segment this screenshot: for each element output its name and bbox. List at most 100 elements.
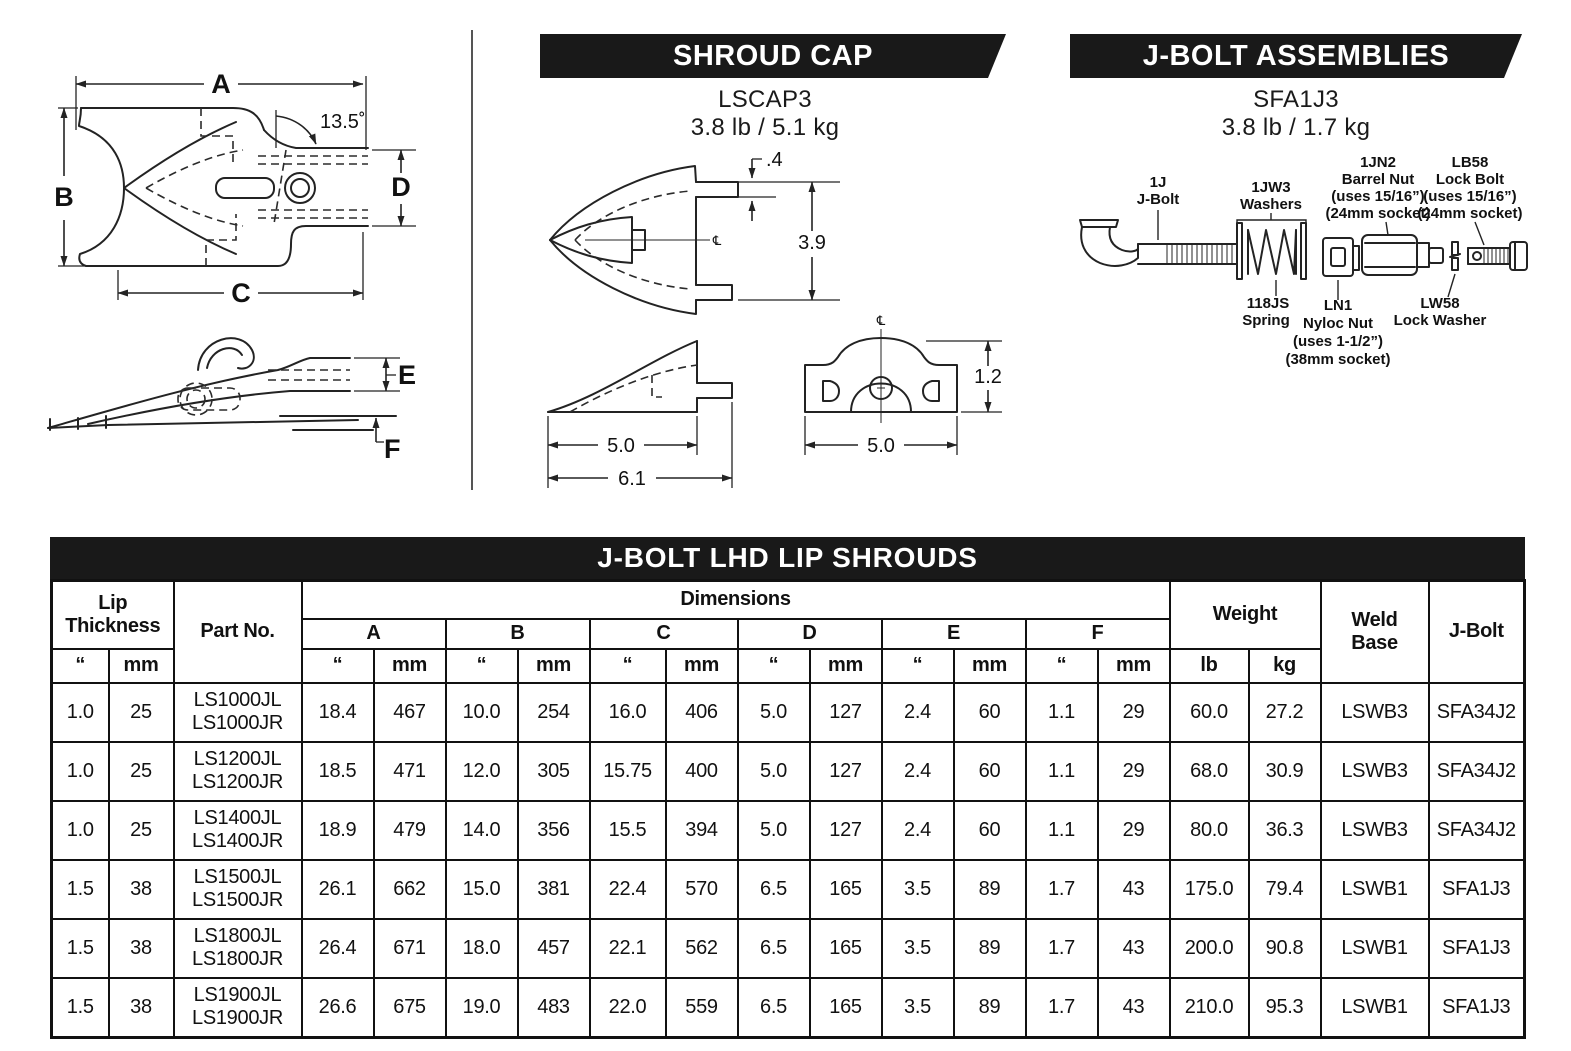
unit-inch: “ bbox=[50, 647, 110, 684]
dim-B: B bbox=[54, 107, 116, 267]
label-nyloc-nut: LN1 Nyloc Nut (uses 1-1/2”) (38mm socket… bbox=[1285, 280, 1391, 368]
unit-inch: “ bbox=[736, 647, 811, 684]
unit-mm: mm bbox=[952, 647, 1027, 684]
dim-total-len-label: 6.1 bbox=[618, 468, 646, 490]
part-no-cell: LS1200JL LS1200JR bbox=[172, 740, 303, 802]
svg-text:1JN2: 1JN2 bbox=[1360, 154, 1396, 171]
dim-e-label: E bbox=[398, 360, 416, 390]
svg-text:(uses 1-1/2”): (uses 1-1/2”) bbox=[1293, 333, 1383, 350]
bolt-head bbox=[284, 172, 316, 204]
dim-A: A bbox=[75, 69, 367, 150]
header-dim-d: D bbox=[736, 617, 883, 650]
dim-E: E bbox=[354, 357, 416, 392]
dim-b-label: B bbox=[54, 182, 74, 212]
dim-side-5: 5.0 bbox=[547, 416, 698, 488]
unit-inch: “ bbox=[880, 647, 955, 684]
angle-label: 13.5˚ bbox=[320, 111, 366, 133]
dim-side-61: 6.1 bbox=[547, 402, 733, 490]
header-part-no: Part No. bbox=[172, 579, 303, 684]
header-j-bolt: J-Bolt bbox=[1427, 579, 1526, 684]
svg-text:LW58: LW58 bbox=[1420, 295, 1459, 312]
header-dim-e: E bbox=[880, 617, 1027, 650]
lip-shrouds-spec-table: Lip Thickness Part No. Dimensions Weight… bbox=[50, 579, 1526, 1039]
svg-text:LB58: LB58 bbox=[1452, 154, 1489, 171]
dim-tab-label: .4 bbox=[766, 149, 783, 171]
svg-text:Barrel Nut: Barrel Nut bbox=[1342, 171, 1415, 188]
svg-text:Lock Bolt: Lock Bolt bbox=[1436, 171, 1504, 188]
dim-base-h-label: 1.2 bbox=[974, 366, 1002, 388]
unit-mm: mm bbox=[107, 647, 175, 684]
label-lock-washer: LW58 Lock Washer bbox=[1394, 273, 1487, 329]
cap-side-view bbox=[547, 340, 733, 413]
header-lip-thickness: Lip Thickness bbox=[50, 579, 175, 650]
dim-base-w-label: 5.0 bbox=[867, 435, 895, 457]
dim-base-height: 1.2 bbox=[926, 340, 1002, 413]
dim-D: D bbox=[372, 149, 416, 227]
header-dim-f: F bbox=[1024, 617, 1171, 650]
svg-text:118JS: 118JS bbox=[1247, 295, 1290, 312]
dim-tab-thickness: .4 bbox=[738, 149, 840, 221]
dim-side-5-label: 5.0 bbox=[607, 435, 635, 457]
header-weld-base: Weld Base bbox=[1319, 579, 1430, 684]
svg-text:(24mm socket): (24mm socket) bbox=[1325, 205, 1430, 222]
dim-a-label: A bbox=[211, 69, 231, 99]
bolt-slot bbox=[215, 177, 275, 199]
dim-C: C bbox=[117, 232, 364, 308]
header-weight: Weight bbox=[1168, 579, 1322, 650]
spring-part bbox=[1247, 229, 1297, 275]
svg-text:J-Bolt: J-Bolt bbox=[1137, 191, 1180, 208]
label-washers: 1JW3 Washers bbox=[1236, 179, 1307, 226]
svg-text:(38mm socket): (38mm socket) bbox=[1285, 351, 1390, 368]
header-dim-c: C bbox=[588, 617, 739, 650]
part-no-cell: LS1000JL LS1000JR bbox=[172, 681, 303, 743]
part-no-cell: LS1500JL LS1500JR bbox=[172, 858, 303, 920]
svg-text:1J: 1J bbox=[1150, 174, 1167, 191]
unit-inch: “ bbox=[444, 647, 519, 684]
lip-shroud-dimension-drawing: A 13.5˚ B C D bbox=[47, 69, 416, 464]
svg-text:(24mm socket): (24mm socket) bbox=[1417, 205, 1522, 222]
unit-mm: mm bbox=[664, 647, 739, 684]
svg-text:(uses 15/16”): (uses 15/16”) bbox=[1423, 188, 1516, 205]
shroud-cap-part-no: LSCAP3 bbox=[718, 86, 812, 113]
svg-text:Lock Washer: Lock Washer bbox=[1394, 312, 1487, 329]
part-no-cell: LS1400JL LS1400JR bbox=[172, 799, 303, 861]
lock-bolt-part bbox=[1467, 241, 1528, 271]
svg-text:Spring: Spring bbox=[1242, 312, 1290, 329]
jbolt-part-no: SFA1J3 bbox=[1253, 86, 1339, 113]
centerline-symbol-base: ℄ bbox=[876, 313, 886, 328]
svg-text:LN1: LN1 bbox=[1324, 297, 1352, 314]
lock-washer-part bbox=[1449, 241, 1461, 271]
nyloc-nut-part bbox=[1322, 237, 1360, 277]
shroud-cap-drawing: ℄ .4 3.9 bbox=[547, 149, 1002, 490]
unit-lb: lb bbox=[1168, 647, 1250, 684]
shroud-cap-banner-label: SHROUD CAP bbox=[673, 39, 873, 72]
part-no-cell: LS1800JL LS1800JR bbox=[172, 917, 303, 979]
dim-F: F bbox=[372, 417, 401, 464]
dim-c-label: C bbox=[231, 278, 251, 308]
section-divider bbox=[471, 30, 473, 490]
svg-text:Washers: Washers bbox=[1240, 196, 1302, 213]
shroud-top-view bbox=[78, 107, 369, 267]
unit-inch: “ bbox=[1024, 647, 1099, 684]
jbolt-banner-label: J-BOLT ASSEMBLIES bbox=[1142, 39, 1450, 72]
weld-base-view: ℄ bbox=[804, 313, 958, 423]
jbolt-weight: 3.8 lb / 1.7 kg bbox=[1221, 114, 1371, 141]
table-title-bar: J-BOLT LHD LIP SHROUDS bbox=[50, 537, 1525, 579]
label-barrel-nut: 1JN2 Barrel Nut (uses 15/16”) (24mm sock… bbox=[1325, 154, 1431, 236]
shroud-cap-weight: 3.8 lb / 5.1 kg bbox=[690, 114, 840, 141]
centerline-symbol: ℄ bbox=[712, 233, 722, 248]
header-dim-b: B bbox=[444, 617, 591, 650]
shroud-cap-banner: SHROUD CAP bbox=[540, 34, 1006, 78]
dim-cap-height: 3.9 bbox=[738, 181, 840, 301]
header-dim-a: A bbox=[300, 617, 447, 650]
jbolt-part bbox=[1079, 219, 1239, 267]
label-jbolt: 1J J-Bolt bbox=[1137, 174, 1180, 240]
unit-mm: mm bbox=[1096, 647, 1171, 684]
unit-inch: “ bbox=[300, 647, 375, 684]
svg-text:Nyloc Nut: Nyloc Nut bbox=[1303, 315, 1373, 332]
